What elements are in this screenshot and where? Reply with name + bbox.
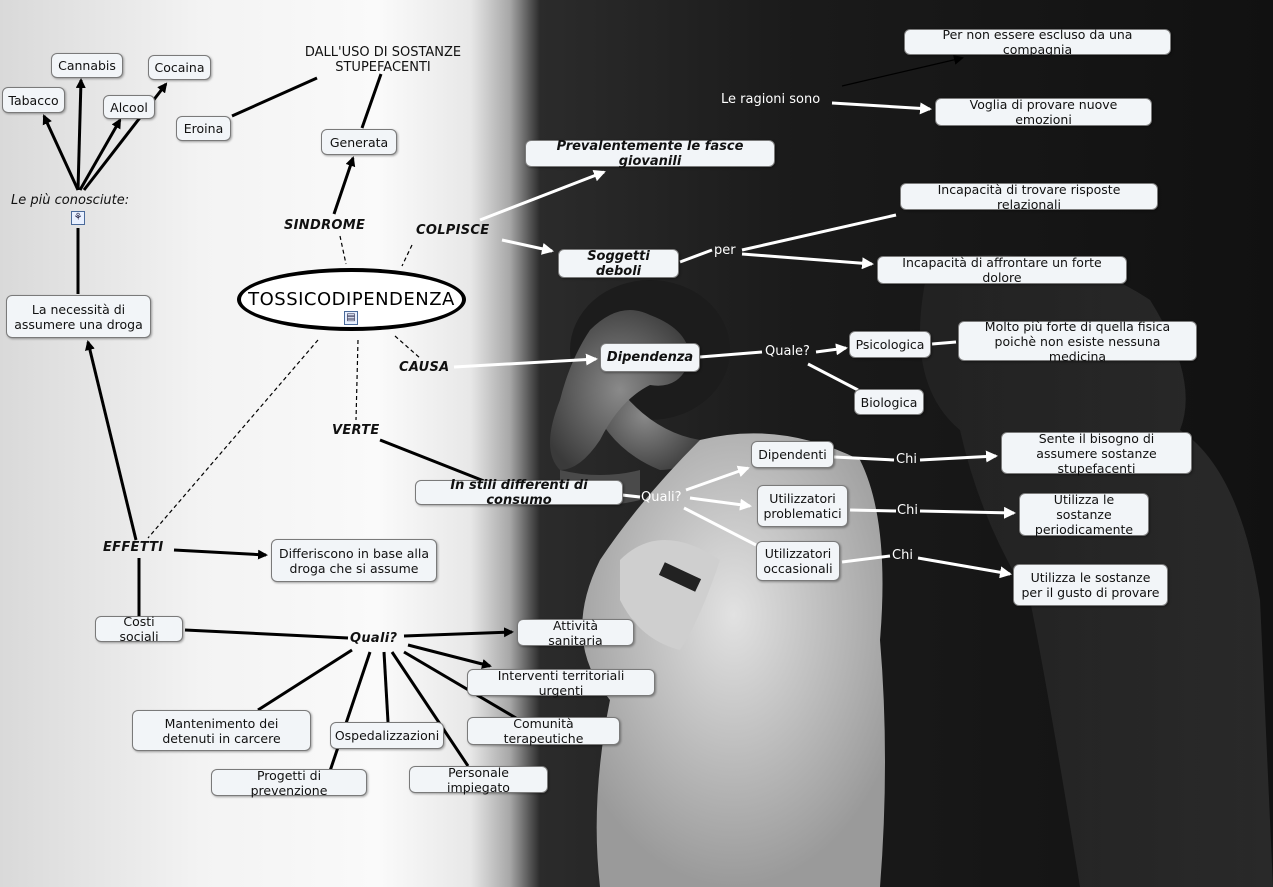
node-mantenimento[interactable]: Mantenimento dei detenuti in carcere [132, 710, 311, 751]
link-colpisce: COLPISCE [416, 223, 490, 238]
node-emozioni[interactable]: Voglia di provare nuove emozioni [935, 97, 1152, 127]
node-differiscono[interactable]: Differiscono in base alla droga che si a… [271, 539, 437, 582]
document-icon[interactable]: ▤ [344, 311, 358, 325]
central-concept-label: TOSSICODIPENDENZA [248, 289, 455, 310]
node-alcool[interactable]: Alcool [103, 95, 155, 119]
node-dipendenza[interactable]: Dipendenza [600, 343, 700, 372]
node-dipendenti[interactable]: Dipendenti [751, 441, 834, 468]
node-periodicamente[interactable]: Utilizza le sostanze periodicamente [1019, 492, 1149, 537]
node-problematici[interactable]: Utilizzatori problematici [757, 485, 848, 527]
link-quale: Quale? [765, 344, 810, 359]
tree-icon[interactable]: ⚘ [71, 211, 85, 225]
node-ospedalizzazioni[interactable]: Ospedalizzazioni [330, 722, 444, 749]
node-costi-sociali[interactable]: Costi sociali [95, 614, 183, 644]
header-text: DALL'USO DI SOSTANZE STUPEFACENTI [304, 45, 462, 75]
node-attivita-sanitaria[interactable]: Attività sanitaria [517, 618, 634, 648]
node-cocaina[interactable]: Cocaina [148, 55, 211, 80]
node-stili[interactable]: In stili differenti di consumo [415, 478, 623, 508]
node-progetti[interactable]: Progetti di prevenzione [211, 768, 367, 798]
node-incapacita-dolore[interactable]: Incapacità di affrontare un forte dolore [877, 255, 1127, 285]
node-compagnia[interactable]: Per non essere escluso da una compagnia [904, 27, 1171, 57]
node-eroina[interactable]: Eroina [176, 116, 231, 141]
node-piu-forte[interactable]: Molto più forte di quella fisica poichè … [958, 319, 1197, 364]
node-cannabis[interactable]: Cannabis [51, 53, 123, 78]
link-chi-3: Chi [892, 548, 913, 563]
link-per: per [714, 243, 736, 258]
node-psicologica[interactable]: Psicologica [849, 331, 931, 358]
link-chi-1: Chi [896, 452, 917, 467]
node-personale[interactable]: Personale impiegato [409, 765, 548, 795]
node-occasionali[interactable]: Utilizzatori occasionali [756, 541, 840, 581]
node-interventi[interactable]: Interventi territoriali urgenti [467, 668, 655, 698]
node-prevalentemente[interactable]: Prevalentemente le fasce giovanili [525, 139, 775, 169]
link-verte: VERTE [332, 423, 380, 438]
node-sente-bisogno[interactable]: Sente il bisogno di assumere sostanze st… [1001, 431, 1192, 476]
node-gusto[interactable]: Utilizza le sostanze per il gusto di pro… [1013, 564, 1168, 606]
node-necessita[interactable]: La necessità di assumere una droga [6, 295, 151, 338]
link-ragioni: Le ragioni sono [721, 92, 821, 107]
node-biologica[interactable]: Biologica [854, 389, 924, 415]
link-effetti: EFFETTI [103, 540, 164, 555]
node-soggetti-deboli[interactable]: Soggetti deboli [558, 249, 679, 279]
link-causa: CAUSA [399, 360, 450, 375]
link-piu-conosciute: Le più conosciute: [11, 193, 130, 208]
node-generata[interactable]: Generata [321, 129, 397, 155]
link-sindrome: SINDROME [284, 218, 366, 233]
link-chi-2: Chi [897, 503, 918, 518]
link-quali-stili: Quali? [641, 490, 682, 505]
node-tabacco[interactable]: Tabacco [2, 87, 65, 113]
node-comunita[interactable]: Comunità terapeutiche [467, 716, 620, 746]
link-quali-costi: Quali? [350, 631, 398, 646]
node-incapacita-relazionali[interactable]: Incapacità di trovare risposte relaziona… [900, 182, 1158, 212]
